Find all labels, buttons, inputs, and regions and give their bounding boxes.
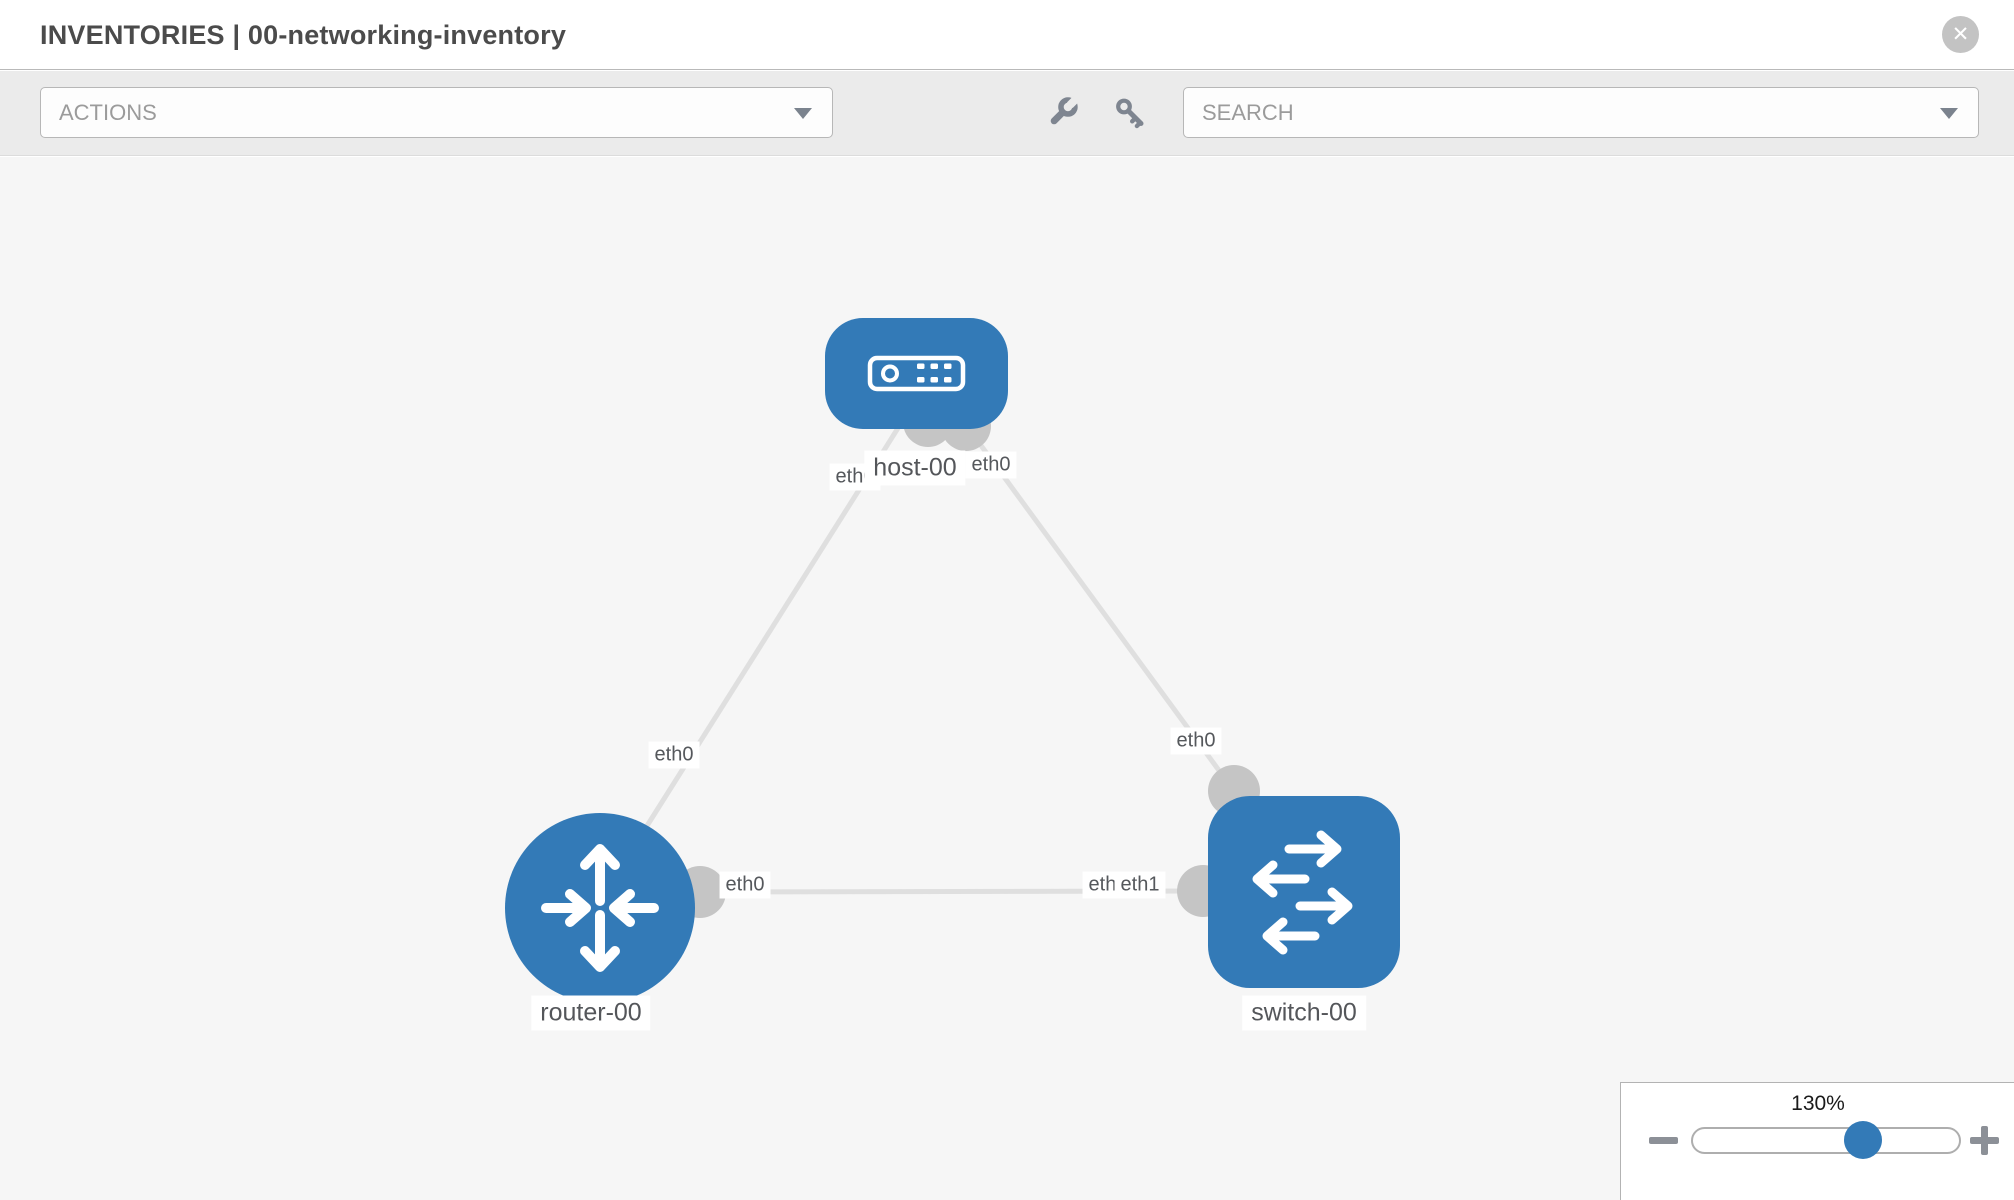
node-host-00[interactable] (825, 318, 1008, 429)
actions-dropdown-label: ACTIONS (59, 100, 157, 125)
zoom-level: 130% (1791, 1092, 1845, 1115)
router-icon (541, 844, 659, 972)
interface-label: eth0 (965, 451, 1017, 479)
zoom-out-minus-icon[interactable] (1649, 1137, 1678, 1144)
zoom-in-plus-icon[interactable] (1970, 1126, 1999, 1155)
header: INVENTORIES | 00-networking-inventory ✕ (0, 0, 2014, 70)
toolbar: ACTIONS SEARCH (0, 71, 2014, 156)
topology-canvas[interactable]: eth0 eth0 eth0 eth0 eth0 eth0 eth1 host-… (0, 157, 2014, 1200)
interface-label: eth0 (719, 871, 771, 899)
actions-dropdown[interactable]: ACTIONS (40, 87, 833, 138)
topology-graph (505, 318, 1400, 1003)
interface-label: eth0 (1170, 727, 1222, 755)
search-placeholder: SEARCH (1202, 100, 1294, 125)
zoom-slider-track[interactable] (1691, 1121, 1961, 1159)
zoom-slider-thumb[interactable] (1844, 1121, 1883, 1159)
page-title: INVENTORIES | 00-networking-inventory (40, 20, 567, 50)
node-label-host: host-00 (864, 450, 966, 486)
switch-icon (1252, 830, 1353, 955)
close-button[interactable]: ✕ (1942, 16, 1979, 53)
node-switch-00[interactable] (1208, 796, 1400, 988)
chevron-down-icon (1940, 108, 1958, 119)
node-label-router: router-00 (531, 995, 651, 1031)
wrench-icon[interactable] (1044, 95, 1082, 133)
node-router-00[interactable] (505, 813, 695, 1003)
key-icon[interactable] (1112, 95, 1150, 133)
zoom-panel: 130% (1620, 1082, 2014, 1200)
close-icon: ✕ (1951, 22, 1970, 46)
node-label-switch: switch-00 (1242, 995, 1366, 1031)
search-dropdown[interactable]: SEARCH (1183, 87, 1979, 138)
chevron-down-icon (794, 108, 812, 119)
interface-label: eth0 (648, 741, 700, 769)
host-icon (867, 355, 966, 392)
interface-label: eth1 (1114, 871, 1166, 899)
